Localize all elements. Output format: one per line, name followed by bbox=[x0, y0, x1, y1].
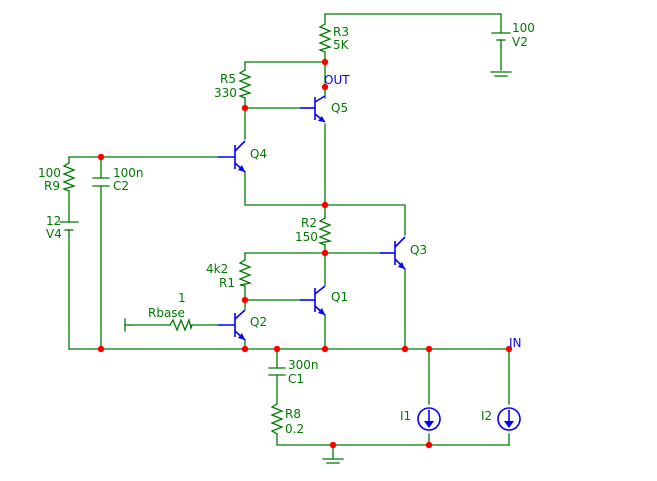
current-source-i1[interactable] bbox=[417, 407, 441, 431]
r5-name-label: R5 bbox=[220, 72, 236, 86]
r9-value-label: 100 bbox=[38, 166, 61, 180]
i2-name-label: I2 bbox=[481, 409, 492, 423]
wires bbox=[68, 13, 510, 459]
c2-name-label: C2 bbox=[113, 179, 129, 193]
out-node-label: OUT bbox=[324, 73, 350, 87]
r1-name-label: R1 bbox=[219, 276, 235, 290]
resistor-r8[interactable] bbox=[270, 403, 284, 435]
transistor-q1[interactable] bbox=[300, 285, 326, 316]
q1-name-label: Q1 bbox=[331, 290, 348, 304]
c1-name-label: C1 bbox=[288, 372, 304, 386]
current-source-i2[interactable] bbox=[497, 407, 521, 431]
capacitor-c1[interactable] bbox=[268, 367, 286, 376]
v2-name-label: V2 bbox=[512, 35, 528, 49]
ground-icon bbox=[322, 458, 344, 464]
q4-name-label: Q4 bbox=[250, 147, 267, 161]
ground-icon bbox=[490, 71, 512, 77]
resistor-r9[interactable] bbox=[62, 162, 76, 192]
transistor-q2[interactable] bbox=[218, 309, 246, 341]
v2-value-label: 100 bbox=[512, 21, 535, 35]
c2-value-label: 100n bbox=[113, 166, 144, 180]
voltage-source-v4[interactable] bbox=[59, 221, 79, 237]
transistor-q3[interactable] bbox=[380, 236, 406, 270]
r3-name-label: R3 bbox=[333, 25, 349, 39]
resistor-r3[interactable] bbox=[318, 23, 332, 53]
rbase-name-label: Rbase bbox=[148, 306, 185, 320]
v4-name-label: V4 bbox=[46, 227, 62, 241]
resistor-r2[interactable] bbox=[317, 217, 333, 246]
resistor-r1[interactable] bbox=[238, 259, 253, 287]
c1-value-label: 300n bbox=[288, 358, 319, 372]
r5-value-label: 330 bbox=[214, 86, 237, 100]
i1-name-label: I1 bbox=[400, 409, 411, 423]
r1-value-label: 4k2 bbox=[206, 262, 228, 276]
r9-name-label: R9 bbox=[44, 179, 60, 193]
transistor-q4[interactable] bbox=[218, 140, 246, 173]
input-source-terminal[interactable] bbox=[124, 318, 131, 332]
junction-dots bbox=[97, 58, 513, 449]
in-node-label: IN bbox=[509, 336, 522, 350]
resistor-rbase[interactable] bbox=[169, 317, 193, 332]
r2-value-label: 150 bbox=[295, 230, 318, 244]
v4-value-label: 12 bbox=[46, 214, 61, 228]
r2-name-label: R2 bbox=[301, 216, 317, 230]
r3-value-label: 5K bbox=[333, 38, 350, 52]
resistor-r5[interactable] bbox=[238, 69, 252, 99]
transistor-q5[interactable] bbox=[300, 95, 326, 123]
q2-name-label: Q2 bbox=[250, 315, 267, 329]
q3-name-label: Q3 bbox=[410, 243, 427, 257]
r8-value-label: 0.2 bbox=[285, 422, 304, 436]
capacitor-c2[interactable] bbox=[92, 177, 110, 187]
voltage-source-v2[interactable] bbox=[491, 26, 511, 47]
q5-name-label: Q5 bbox=[331, 101, 348, 115]
rbase-value-label: 1 bbox=[178, 291, 186, 305]
r8-name-label: R8 bbox=[285, 407, 301, 421]
